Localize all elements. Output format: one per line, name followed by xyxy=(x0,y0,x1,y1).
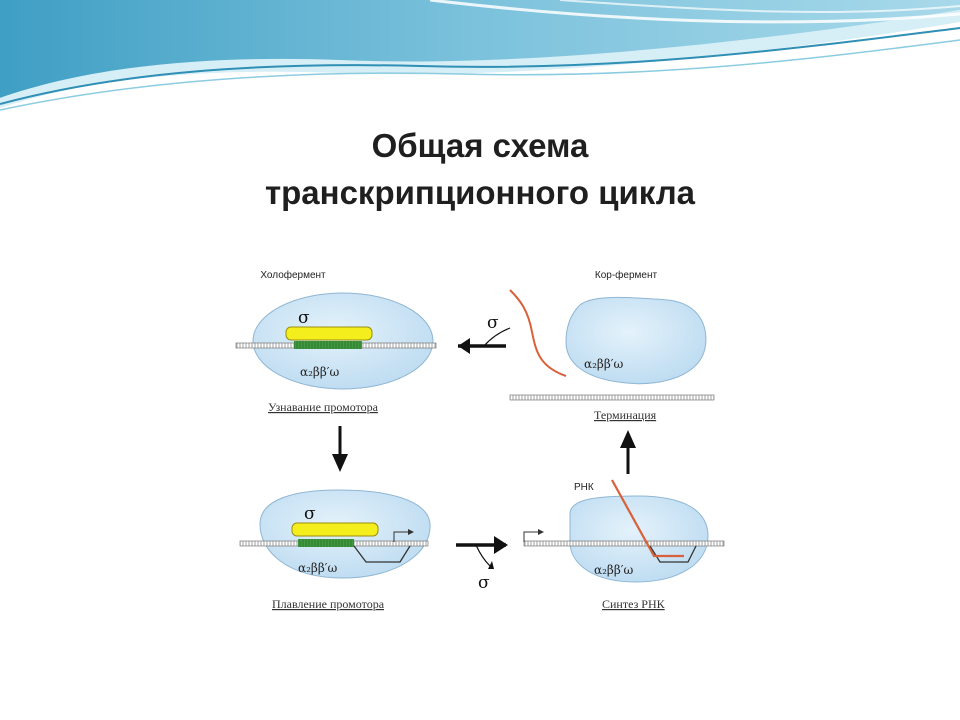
sigma-factor-bar xyxy=(291,522,379,537)
sigma-factor-bar xyxy=(285,326,373,341)
stage-promoter-recognition: σ α₂ββ′ω Узнавание промотора xyxy=(235,292,437,414)
nascent-rna-strand xyxy=(611,479,684,558)
slide-title-line-1: Общая схема xyxy=(371,127,589,164)
sigma-symbol-bottom-arrow: σ xyxy=(478,573,490,593)
sigma-symbol: σ xyxy=(304,504,316,524)
sigma-release-arrow: σ xyxy=(456,536,508,593)
stage-caption-termination: Терминация xyxy=(594,408,657,422)
header-wave-decoration xyxy=(0,0,960,111)
stage-caption-promoter-melting: Плавление промотора xyxy=(272,597,385,611)
sigma-symbol-top-arrow: σ xyxy=(487,313,499,333)
enzyme-subunits-label: α₂ββ′ω xyxy=(298,561,338,575)
enzyme-subunits-label: α₂ββ′ω xyxy=(594,563,634,577)
enzyme-subunits-label: α₂ββ′ω xyxy=(584,357,624,371)
melted-dna-bubble xyxy=(353,545,411,563)
dna-strand xyxy=(523,540,725,547)
sigma-binding-arrow: σ xyxy=(458,313,511,354)
stage-caption-rna-synthesis: Синтез РНК xyxy=(602,597,666,611)
rna-label: РНК xyxy=(574,482,594,493)
promoter-region xyxy=(294,341,362,349)
core-enzyme-label: Кор-фермент xyxy=(595,269,658,281)
stage-termination: α₂ββ′ω Терминация xyxy=(509,296,715,422)
stage-caption-promoter-recognition: Узнавание промотора xyxy=(268,400,379,414)
promoter-region xyxy=(298,539,354,547)
dna-strand xyxy=(509,394,715,401)
transcription-start-marker xyxy=(523,531,538,542)
stage-rna-synthesis: РНК α₂ββ′ω Синтез РНК xyxy=(523,479,725,611)
core-enzyme-shape xyxy=(565,296,707,385)
transcription-cycle-diagram: Холофермент Кор-фермент σ α₂ββ′ω Узнаван… xyxy=(235,269,725,611)
transcription-start-marker xyxy=(393,531,408,542)
down-arrow xyxy=(332,426,348,472)
holoenzyme-label: Холофермент xyxy=(260,269,326,281)
slide-title-line-2: транскрипционного цикла xyxy=(264,174,696,211)
slide-title: Общая схема транскрипционного цикла xyxy=(0,122,960,216)
transcription-bubble xyxy=(649,545,697,563)
stage-promoter-melting: σ α₂ββ′ω Плавление промотора xyxy=(239,489,431,611)
sigma-symbol: σ xyxy=(298,308,310,328)
enzyme-subunits-label: α₂ββ′ω xyxy=(300,365,340,379)
elongation-complex-shape xyxy=(569,495,709,583)
up-arrow xyxy=(620,430,636,474)
released-rna-strand xyxy=(509,289,567,377)
